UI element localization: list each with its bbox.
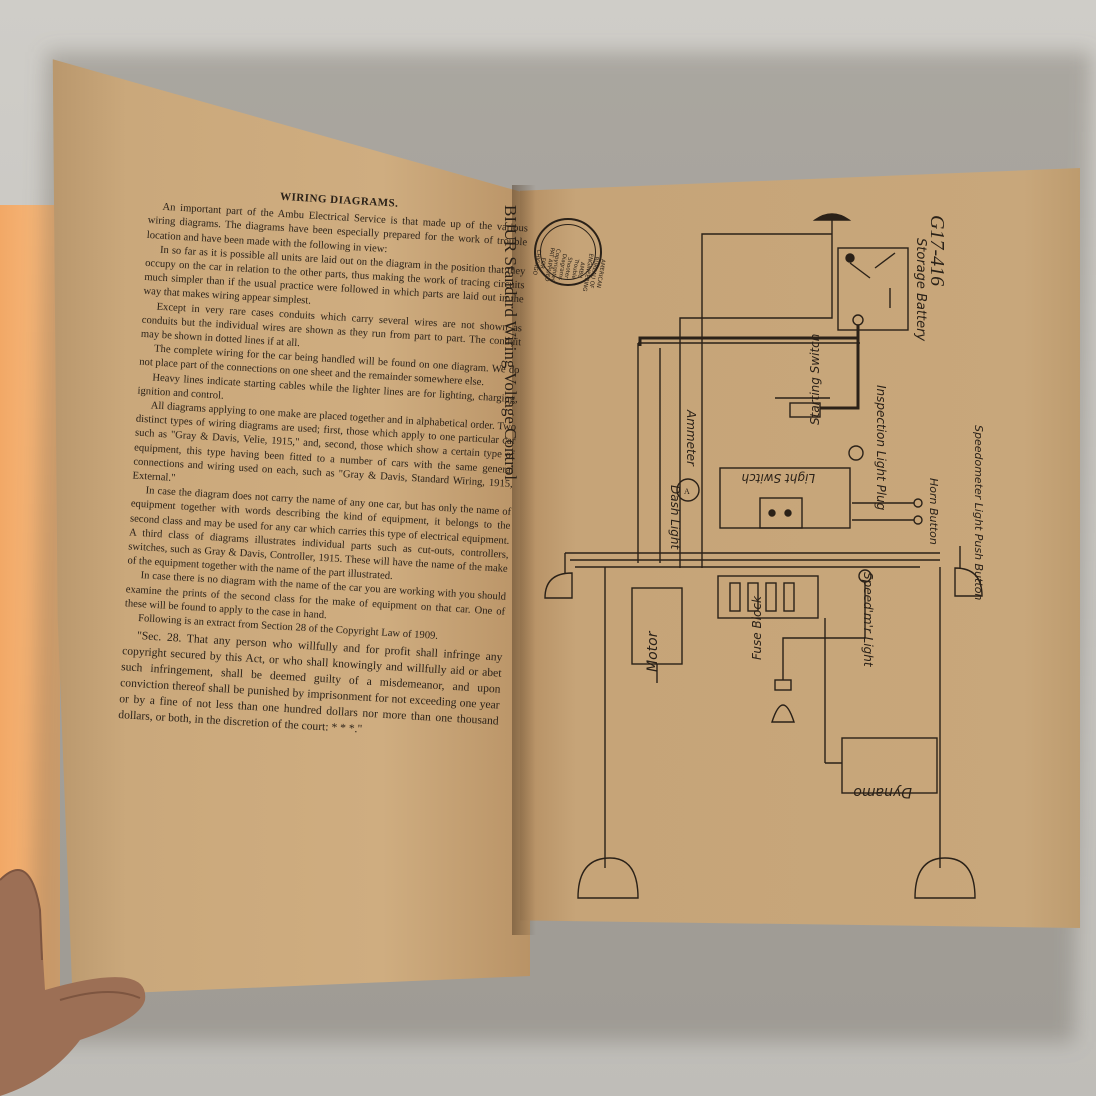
label-dash-light: Dash Light	[668, 485, 682, 550]
label-dynamo: Dynamo	[853, 784, 912, 800]
label-ammeter: Ammeter	[684, 410, 698, 466]
stamp-ring	[540, 224, 596, 280]
ambu-stamp: AMERICAN BUREAU OF ENGINEERING AMBU Trou…	[531, 218, 606, 292]
dynamo-box	[841, 737, 938, 794]
label-motor: Motor	[645, 631, 661, 672]
left-page	[52, 59, 530, 996]
label-speedometer-button: Speedometer Light Push Button	[972, 425, 985, 601]
label-fuse-block: Fuse Block	[750, 596, 764, 660]
hand	[0, 869, 146, 1096]
fuse-block	[717, 575, 819, 619]
label-starting-switch: Starting Switch	[808, 333, 822, 425]
label-storage-battery: Storage Battery	[913, 238, 928, 342]
label-light-switch: Light Switch	[741, 471, 815, 485]
svg-text:A: A	[684, 487, 690, 496]
wiring-diagram: A	[544, 213, 983, 899]
right-page	[520, 168, 1080, 928]
left-page-text: WIRING DIAGRAMS. An important part of th…	[118, 182, 529, 746]
diagram-title: BIJUR Standard Wiring Voltage Control	[501, 205, 520, 481]
label-horn-button: Horn Button	[927, 478, 940, 545]
label-inspection-plug: Inspection Light Plug	[874, 385, 888, 511]
book-gutter	[512, 185, 536, 935]
diagram-code: G17-416	[926, 215, 948, 287]
label-speedometer-light: Speed'm'r Light	[861, 572, 875, 667]
horn-top	[812, 213, 852, 221]
battery-box	[837, 247, 909, 331]
